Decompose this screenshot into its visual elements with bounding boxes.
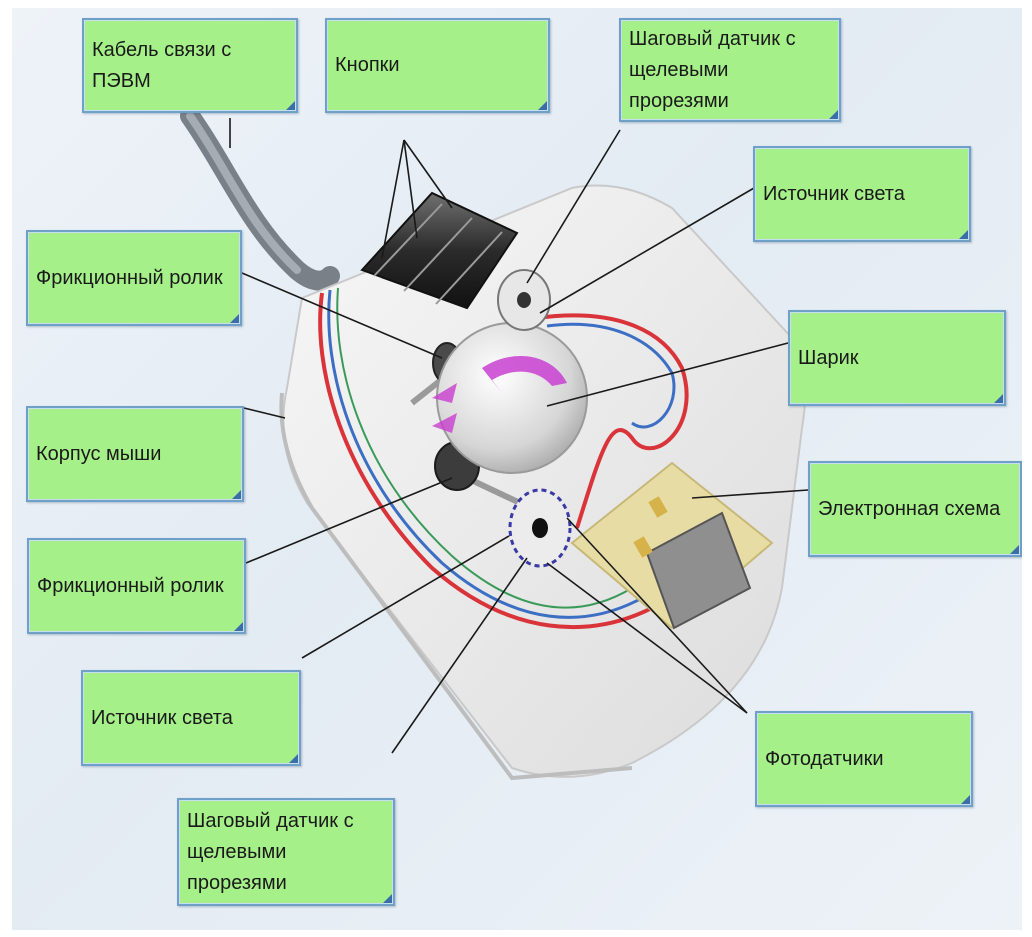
corner-marker-icon — [289, 754, 298, 763]
label-friction-roller-bottom: Фрикционный ролик — [27, 538, 246, 634]
label-electronic-circuit-text: Электронная схема — [818, 494, 1000, 525]
label-step-sensor-bottom-text: Шаговый датчик с щелевыми прорезями — [187, 806, 385, 899]
corner-marker-icon — [994, 394, 1003, 403]
label-mouse-body: Корпус мыши — [26, 406, 244, 502]
corner-marker-icon — [961, 795, 970, 804]
corner-marker-icon — [959, 230, 968, 239]
label-light-source-bottom: Источник света — [81, 670, 301, 766]
label-step-sensor-top: Шаговый датчик с щелевыми прорезями — [619, 18, 841, 122]
label-cable: Кабель связи с ПЭВМ — [82, 18, 298, 113]
label-electronic-circuit: Электронная схема — [808, 461, 1022, 557]
label-light-source-bottom-text: Источник света — [91, 703, 233, 734]
label-friction-roller-top: Фрикционный ролик — [26, 230, 242, 326]
label-photo-sensors-text: Фотодатчики — [765, 744, 884, 775]
corner-marker-icon — [538, 101, 547, 110]
label-buttons-text: Кнопки — [335, 50, 400, 81]
label-ball: Шарик — [788, 310, 1006, 406]
label-ball-text: Шарик — [798, 343, 859, 374]
corner-marker-icon — [1010, 545, 1019, 554]
label-step-sensor-bottom: Шаговый датчик с щелевыми прорезями — [177, 798, 395, 906]
corner-marker-icon — [286, 101, 295, 110]
label-buttons: Кнопки — [325, 18, 550, 113]
corner-marker-icon — [232, 490, 241, 499]
label-photo-sensors: Фотодатчики — [755, 711, 973, 807]
corner-marker-icon — [383, 894, 392, 903]
label-friction-roller-top-text: Фрикционный ролик — [36, 263, 223, 294]
corner-marker-icon — [234, 622, 243, 631]
mouse-body-shape — [283, 186, 805, 777]
label-mouse-body-text: Корпус мыши — [36, 439, 161, 470]
corner-marker-icon — [230, 314, 239, 323]
corner-marker-icon — [829, 110, 838, 119]
label-light-source-top: Источник света — [753, 146, 971, 242]
label-cable-text: Кабель связи с ПЭВМ — [92, 35, 288, 97]
label-step-sensor-top-text: Шаговый датчик с щелевыми прорезями — [629, 24, 831, 117]
step-sensor-top-shape — [498, 270, 550, 330]
diagram-frame: Кабель связи с ПЭВМ Кнопки Шаговый датчи… — [12, 8, 1022, 930]
step-sensor-bottom-shape — [510, 490, 570, 566]
label-friction-roller-bottom-text: Фрикционный ролик — [37, 571, 224, 602]
label-light-source-top-text: Источник света — [763, 179, 905, 210]
ball-shape — [437, 323, 587, 473]
